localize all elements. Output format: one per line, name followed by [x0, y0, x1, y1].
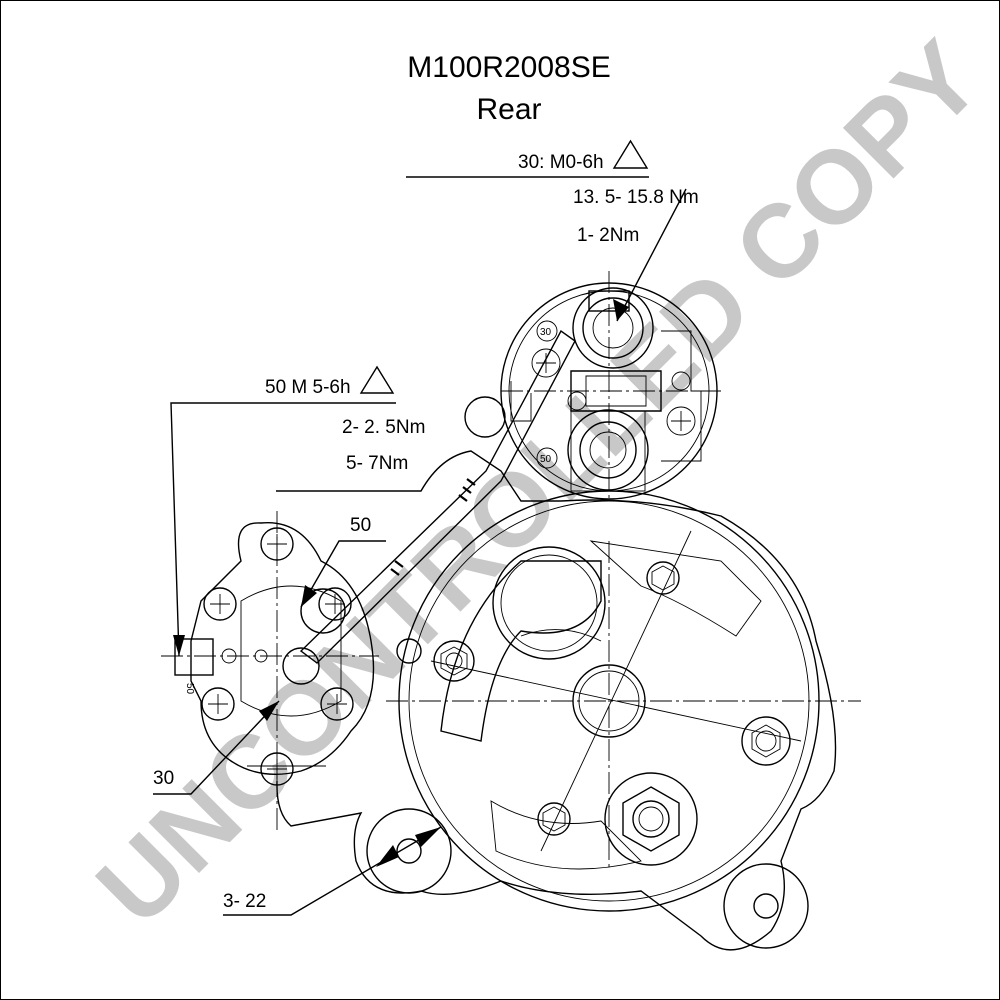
terminal-50-torque-2: 5- 7Nm	[346, 453, 408, 474]
mounting-ear-left	[366, 808, 452, 894]
terminal-50-mark: 50	[540, 454, 552, 465]
end-cap-screw-left-top	[203, 587, 237, 621]
arrow-head-50-spec	[173, 635, 185, 656]
terminal-50-spec: 50 M 5-6h	[265, 377, 351, 398]
terminal-30-boss	[572, 287, 654, 369]
end-cap-screw-left-bottom	[201, 687, 235, 721]
mounting-hole-left	[396, 838, 422, 864]
terminal-30-torque-2: 1- 2Nm	[577, 225, 639, 246]
callout-50-label: 50	[350, 515, 371, 536]
callout-holes-arrow-2	[376, 845, 399, 867]
end-cap-assembly: 50	[161, 511, 379, 831]
callout-30-leader	[153, 700, 280, 795]
drawing-title: M100R2008SE	[407, 51, 610, 84]
callout-50-leader	[300, 540, 386, 608]
motor-housing	[276, 450, 861, 951]
housing-bolt-bottom	[537, 802, 571, 836]
mounting-hole-upper	[396, 638, 422, 664]
mounting-hole-right	[753, 893, 779, 919]
end-cap-screw-right-bottom	[320, 687, 354, 721]
brush-window	[492, 546, 606, 660]
callout-holes-arrow	[415, 827, 441, 847]
leader-50-top	[170, 402, 396, 657]
callout-30-arrow	[259, 701, 279, 721]
side-terminal	[174, 638, 214, 676]
terminal-30-torque-1: 13. 5- 15.8 Nm	[573, 187, 699, 208]
solenoid-screw-left	[531, 348, 561, 378]
end-cap-screw-right-top	[318, 587, 352, 621]
callout-50-arrow	[301, 585, 317, 607]
terminal-30-mark: 30	[540, 327, 552, 338]
housing-bolt-top	[646, 561, 680, 595]
mounting-ear-right	[723, 863, 809, 949]
callout-holes-label: 3- 22	[223, 891, 266, 912]
connecting-strap	[299, 329, 576, 664]
drawing-subtitle: Rear	[476, 93, 541, 126]
warning-triangle-50	[359, 365, 395, 394]
warning-triangle-30	[612, 139, 649, 169]
terminal-50-boss	[567, 409, 649, 491]
side-terminal-mark: 50	[184, 683, 195, 695]
terminal-nut-hex	[622, 786, 680, 852]
terminal-30-spec: 30: M0-6h	[518, 152, 604, 173]
housing-bolt-right	[741, 716, 791, 766]
solenoid-screw-right	[666, 406, 696, 436]
terminal-50-torque-1: 2- 2. 5Nm	[342, 417, 425, 438]
housing-bolt-left	[433, 640, 475, 682]
terminal-nut-outer	[604, 772, 698, 866]
solenoid: 30 50	[500, 271, 721, 501]
callout-30-label: 30	[153, 768, 174, 789]
